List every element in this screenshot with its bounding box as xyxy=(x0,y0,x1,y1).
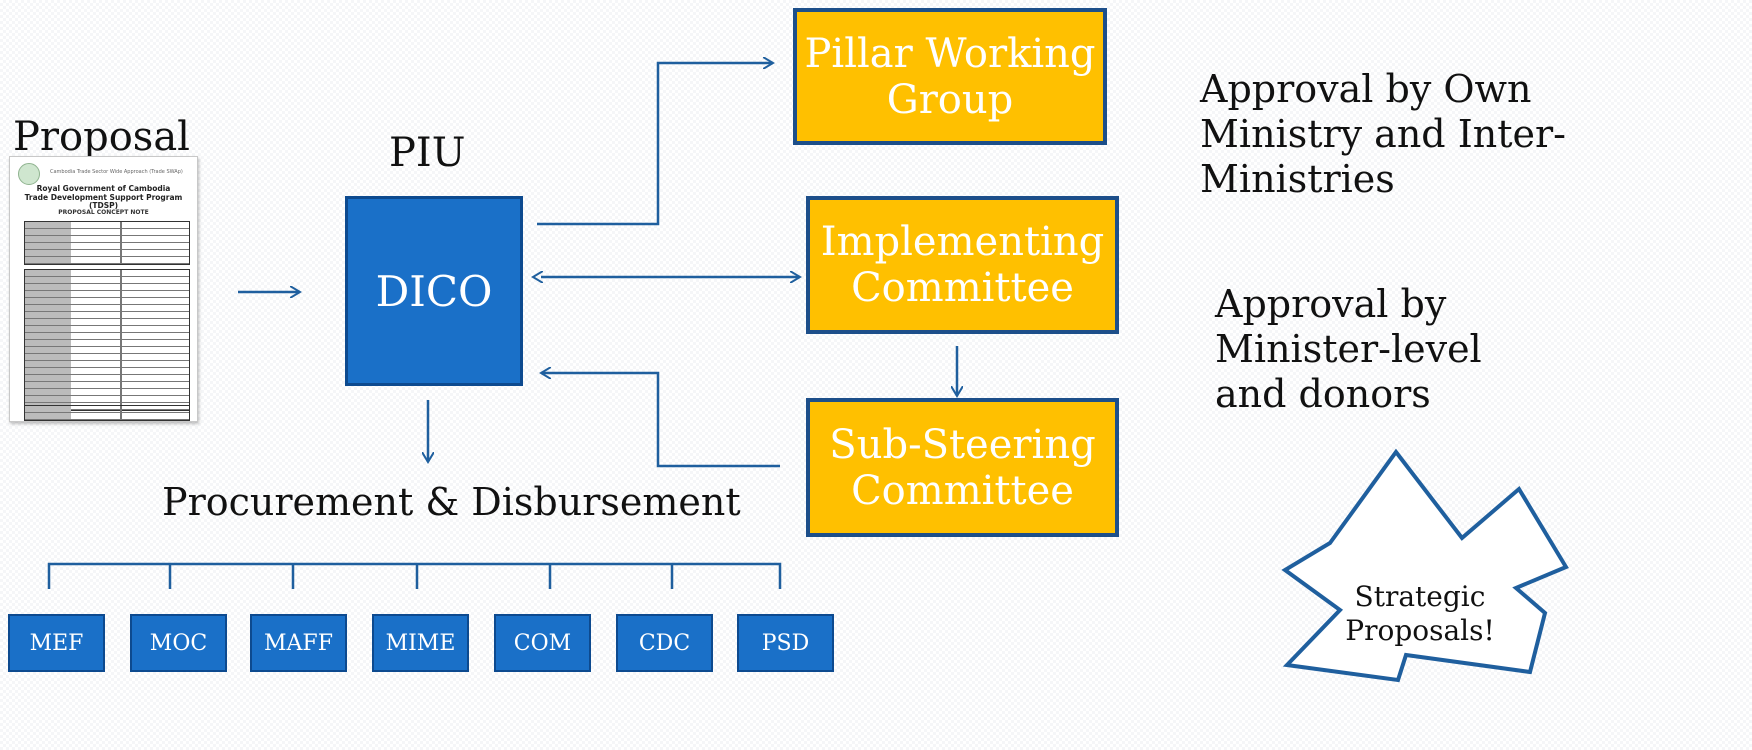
implementing-committee-box: Implementing Committee xyxy=(806,196,1119,334)
approval-minister-level-note: Approval by Minister-level and donors xyxy=(1215,282,1482,416)
document-title-line2: Trade Development Support Program (TDSP) xyxy=(24,192,183,211)
ministry-box-mime: MIME xyxy=(372,614,469,672)
sub-steering-committee-box: Sub-Steering Committee xyxy=(806,398,1119,537)
approval-mid-line1: Approval by xyxy=(1215,282,1447,326)
dico-box: DICO xyxy=(345,196,523,386)
ministry-box-cdc: CDC xyxy=(616,614,713,672)
document-table xyxy=(24,269,190,411)
ministry-bracket xyxy=(47,562,782,589)
implementing-line2: Committee xyxy=(851,265,1074,311)
ministry-box-psd: PSD xyxy=(737,614,834,672)
burst-line2: Proposals! xyxy=(1345,613,1495,647)
substeering-line2: Committee xyxy=(851,467,1074,514)
proposal-document-thumbnail: Cambodia Trade Sector Wide Approach (Tra… xyxy=(9,156,198,422)
approval-mid-line3: and donors xyxy=(1215,371,1431,416)
approval-top-line2: Ministry and Inter- xyxy=(1200,111,1566,156)
ministry-box-moc: MOC xyxy=(130,614,227,672)
dico-label: DICO xyxy=(375,266,493,316)
pillar-line1: Pillar Working xyxy=(804,30,1096,77)
burst-line1: Strategic xyxy=(1354,580,1486,613)
ministry-box-mef: MEF xyxy=(8,614,105,672)
approval-mid-line2: Minister-level xyxy=(1215,326,1482,371)
proposal-label: Proposal xyxy=(13,114,190,160)
substeering-line1: Sub-Steering xyxy=(829,421,1096,468)
approval-top-line1: Approval by Own xyxy=(1200,67,1532,111)
substeering-to-dico-arrow xyxy=(541,373,780,468)
document-title: Royal Government of Cambodia Trade Devel… xyxy=(10,184,197,211)
dico-to-pillar-arrow xyxy=(537,63,773,226)
document-table xyxy=(24,405,190,421)
strategic-proposals-label: Strategic Proposals! xyxy=(1340,580,1500,647)
implementing-line1: Implementing xyxy=(820,219,1105,265)
approval-own-ministry-note: Approval by Own Ministry and Inter- Mini… xyxy=(1200,67,1566,201)
ministry-box-maff: MAFF xyxy=(250,614,347,672)
document-subtitle: PROPOSAL CONCEPT NOTE xyxy=(58,209,149,216)
pillar-line2: Group xyxy=(886,76,1014,123)
piu-label: PIU xyxy=(389,130,466,176)
document-title-line1: Royal Government of Cambodia xyxy=(36,184,171,193)
pillar-working-group-box: Pillar Working Group xyxy=(793,8,1107,145)
tdsp-logo-icon xyxy=(18,163,40,185)
document-org: Cambodia Trade Sector Wide Approach (Tra… xyxy=(50,169,183,175)
approval-top-line3: Ministries xyxy=(1200,156,1395,201)
ministry-box-com: COM xyxy=(494,614,591,672)
starburst-shape xyxy=(1281,448,1569,683)
procurement-label: Procurement & Disbursement xyxy=(162,480,741,524)
document-table xyxy=(24,221,190,265)
